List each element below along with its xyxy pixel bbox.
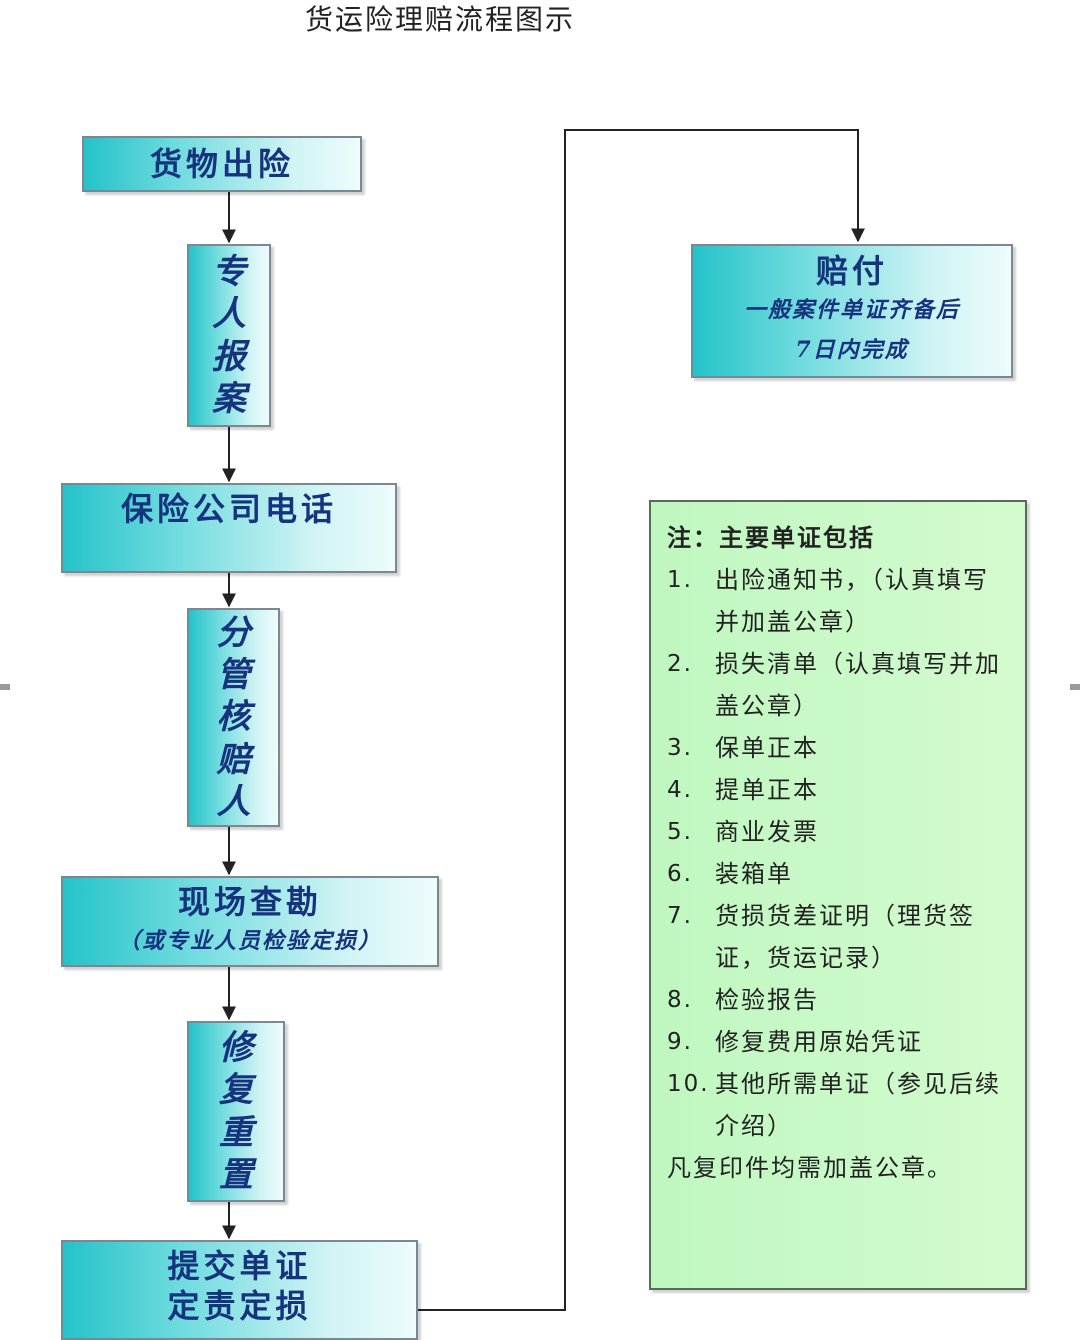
node-repair-replace-char: 重 [219,1112,253,1153]
note-item-text: 损失清单（认真填写并加盖公章） [715,650,1001,720]
node-claims-handler: 分 管 核 赔 人 [187,608,280,827]
arrow-7-8 [418,129,865,1311]
node-payment-label: 赔付 [815,252,888,291]
note-item: 2. 损失清单（认真填写并加盖公章） [667,643,1011,727]
diagram-title: 货运险理赔流程图示 [304,3,575,36]
node-claims-handler-char: 核 [216,697,251,738]
note-footer: 凡复印件均需加盖公章。 [667,1154,953,1182]
note-item: 10.其他所需单证（参见后续介绍） [667,1063,1011,1147]
node-claims-handler-char: 分 [216,613,251,654]
node-payment-sub2: 7日内完成 [795,337,909,363]
note-item: 1. 出险通知书，（认真填写并加盖公章） [667,559,1011,643]
note-item: 8. 检验报告 [667,979,1011,1021]
node-submit-documents: 提交单证 定责定损 [61,1240,418,1340]
node-repair-replace-char: 修 [219,1028,253,1069]
node-insurer-phone: 保险公司电话 [61,483,397,573]
node-submit-documents-line1: 提交单证 [167,1247,312,1285]
node-cargo-accident-label: 货物出险 [149,145,294,183]
node-repair-replace-char: 复 [219,1070,253,1111]
note-box: 注：主要单证包括 1. 出险通知书，（认真填写并加盖公章） 2. 损失清单（认真填写… [649,500,1027,1290]
note-item: 3. 保单正本 [667,727,1011,769]
node-claims-handler-char: 赔 [216,739,251,780]
note-item-num: 6. [667,861,693,887]
note-item: 7. 货损货差证明（理货签证，货运记录） [667,895,1011,979]
node-dedicated-report-char: 案 [212,378,246,419]
node-submit-documents-line2: 定责定损 [167,1287,312,1325]
note-item-text: 提单正本 [715,776,819,804]
node-claims-handler-char: 人 [216,781,251,822]
node-insurer-phone-label: 保险公司电话 [120,490,337,528]
note-item-num: 4. [667,777,693,803]
note-item-num: 7. [667,903,693,929]
note-item: 9. 修复费用原始凭证 [667,1021,1011,1063]
node-claims-handler-char: 管 [216,655,251,696]
note-item-text: 出险通知书，（认真填写并加盖公章） [715,566,989,636]
node-site-survey-sub: （或专业人员检验定损） [117,927,382,954]
note-heading: 注：主要单证包括 [667,523,875,552]
note-item-num: 3. [667,735,693,761]
note-item-text: 其他所需单证（参见后续介绍） [715,1070,1001,1140]
note-item-num: 8. [667,987,693,1013]
right-edge-marker [1070,684,1080,690]
note-item-text: 修复费用原始凭证 [715,1028,923,1056]
node-site-survey-label: 现场查勘 [177,882,322,921]
note-item-num: 2. [667,651,693,677]
note-item-text: 货损货差证明（理货签证，货运记录） [715,902,975,972]
note-item: 4. 提单正本 [667,769,1011,811]
left-edge-marker [0,684,10,690]
note-item: 5. 商业发票 [667,811,1011,853]
node-payment-sub1: 一般案件单证齐备后 [743,297,960,324]
node-dedicated-report-char: 报 [212,336,246,377]
node-site-survey: 现场查勘 （或专业人员检验定损） [61,876,439,967]
node-repair-replace-char: 置 [219,1154,253,1195]
note-item-num: 10. [667,1071,710,1097]
note-item-text: 保单正本 [715,734,819,762]
node-cargo-accident: 货物出险 [82,136,362,192]
note-item: 6. 装箱单 [667,853,1011,895]
note-item-text: 检验报告 [715,986,819,1014]
node-dedicated-report: 专 人 报 案 [187,244,271,427]
note-item-num: 5. [667,819,693,845]
node-payment: 赔付 一般案件单证齐备后 7日内完成 [691,244,1013,378]
node-dedicated-report-char: 专 [212,252,246,293]
note-item-num: 1. [667,567,693,593]
note-item-text: 装箱单 [715,860,793,888]
node-dedicated-report-char: 人 [212,294,246,335]
node-repair-replace: 修 复 重 置 [187,1021,285,1202]
note-item-text: 商业发票 [715,818,819,846]
note-item-num: 9. [667,1029,693,1055]
